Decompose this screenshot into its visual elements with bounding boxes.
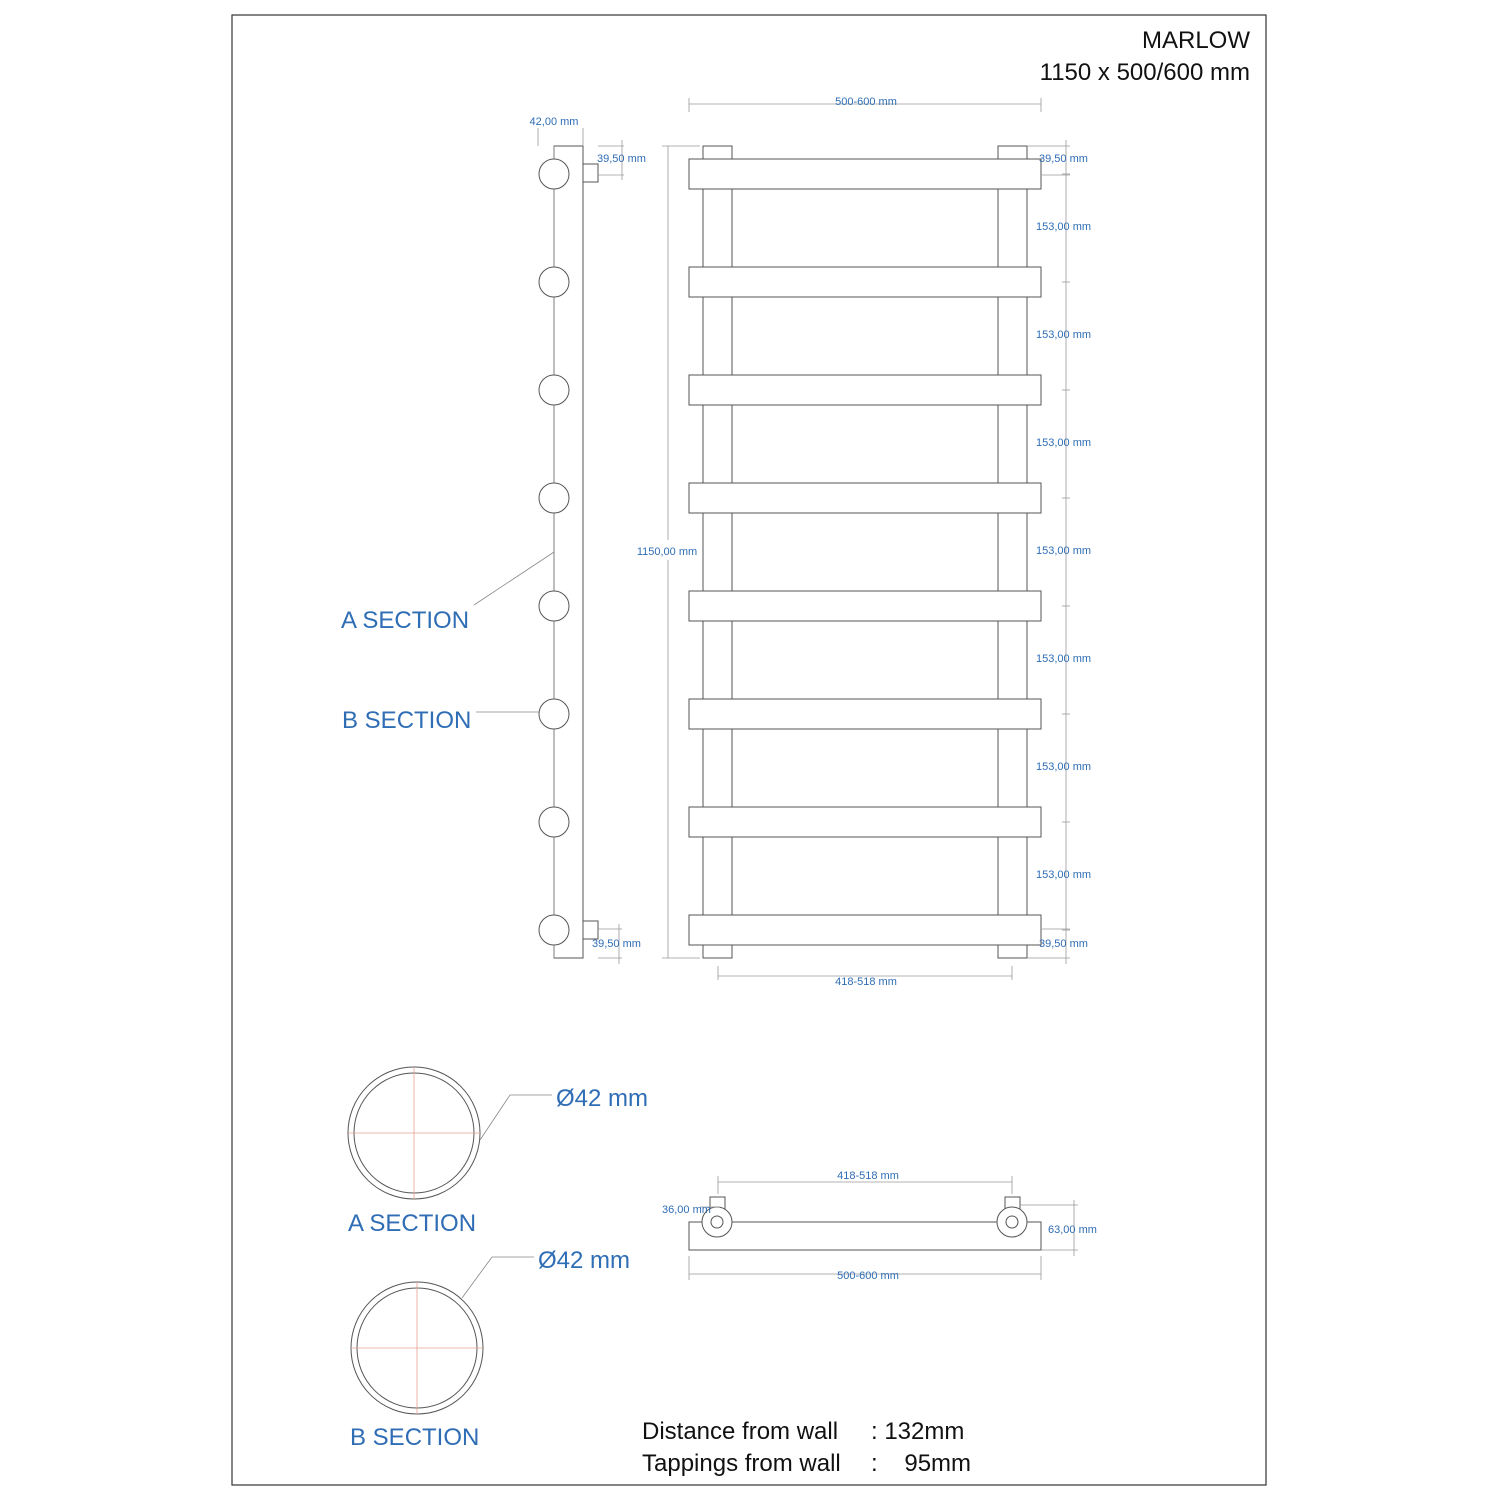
section-b: Ø42 mm B SECTION [350, 1247, 630, 1451]
section-a-diameter: Ø42 mm [556, 1085, 648, 1112]
section-a-label: A SECTION [348, 1210, 476, 1237]
side-bar-profile [538, 698, 570, 730]
side-depth-dimension: 42,00 mm [530, 116, 579, 128]
bar-spacing-dimension: 153,00 mm [1036, 221, 1091, 233]
plan-pipe-dimension: 36,00 mm [662, 1204, 711, 1216]
side-a-section-label: A SECTION [341, 607, 469, 634]
plan-view: 418-518 mm 500-600 mm 36,00 mm 63,00 mm [662, 1170, 1097, 1282]
drawing-border [231, 14, 1267, 1486]
front-view: 500-600 mm 1150,00 mm 418-518 mm 39,50 m… [637, 96, 1091, 988]
bar-spacing-dimension: 153,00 mm [1036, 653, 1091, 665]
side-bar-profile [538, 482, 570, 514]
plan-left-pipe-bore [710, 1215, 724, 1229]
section-a: Ø42 mm A SECTION [347, 1066, 648, 1237]
side-top-offset-dimension: 39,50 mm [597, 153, 646, 165]
side-bottom-offset-dimension: 39,50 mm [592, 938, 641, 950]
front-bars [688, 158, 1070, 946]
front-bar [688, 482, 1042, 514]
distance-from-wall-label: Distance from wall [642, 1418, 838, 1445]
front-bar [688, 698, 1042, 730]
plan-projection-dimension: 63,00 mm [1048, 1224, 1097, 1236]
bar-spacing-dimension: 153,00 mm [1036, 437, 1091, 449]
front-bottom-width-dimension: 418-518 mm [835, 976, 897, 988]
side-bar-profile [538, 914, 570, 946]
front-height-dimension: 1150,00 mm [637, 546, 697, 558]
side-bar-profile [538, 266, 570, 298]
front-bottom-offset-dimension: 39,50 mm [1039, 938, 1088, 950]
wall-distance-notes: Distance from wall : 132mm Tappings from… [642, 1418, 971, 1477]
front-top-offset-dimension: 39,50 mm [1039, 153, 1088, 165]
front-bar [688, 374, 1042, 406]
side-bar-profile [538, 590, 570, 622]
side-view: 42,00 mm 39,50 mm 39,50 mm A SECTION B S… [341, 116, 646, 964]
tappings-from-wall-value: : 95mm [871, 1450, 971, 1477]
bar-spacing-dimension: 153,00 mm [1036, 329, 1091, 341]
bar-spacing-dimension: 153,00 mm [1036, 545, 1091, 557]
section-b-diameter: Ø42 mm [538, 1247, 630, 1274]
front-top-width-dimension: 500-600 mm [835, 96, 897, 108]
plan-right-pipe-bore [1005, 1215, 1019, 1229]
plan-overall-dimension: 500-600 mm [837, 1270, 899, 1282]
model-name: MARLOW [1142, 27, 1250, 54]
distance-from-wall-value: : 132mm [871, 1418, 964, 1445]
side-b-section-label: B SECTION [342, 707, 471, 734]
side-bracket-top [582, 163, 599, 183]
section-b-label: B SECTION [350, 1424, 479, 1451]
bar-spacing-dimension: 153,00 mm [1036, 869, 1091, 881]
side-bracket-bottom [582, 920, 599, 940]
side-bar-profile [538, 374, 570, 406]
plan-centres-dimension: 418-518 mm [837, 1170, 899, 1182]
front-bar [688, 590, 1042, 622]
front-bar [688, 806, 1042, 838]
tappings-from-wall-label: Tappings from wall [642, 1450, 841, 1477]
side-bar-profile [538, 806, 570, 838]
plan-bar [688, 1221, 1042, 1251]
front-bar [688, 266, 1042, 298]
side-bar-profiles [538, 158, 570, 946]
front-bar [688, 158, 1042, 190]
front-bar [688, 914, 1042, 946]
bar-spacing-dimension: 153,00 mm [1036, 761, 1091, 773]
model-size: 1150 x 500/600 mm [1040, 59, 1250, 86]
side-bar-profile [538, 158, 570, 190]
